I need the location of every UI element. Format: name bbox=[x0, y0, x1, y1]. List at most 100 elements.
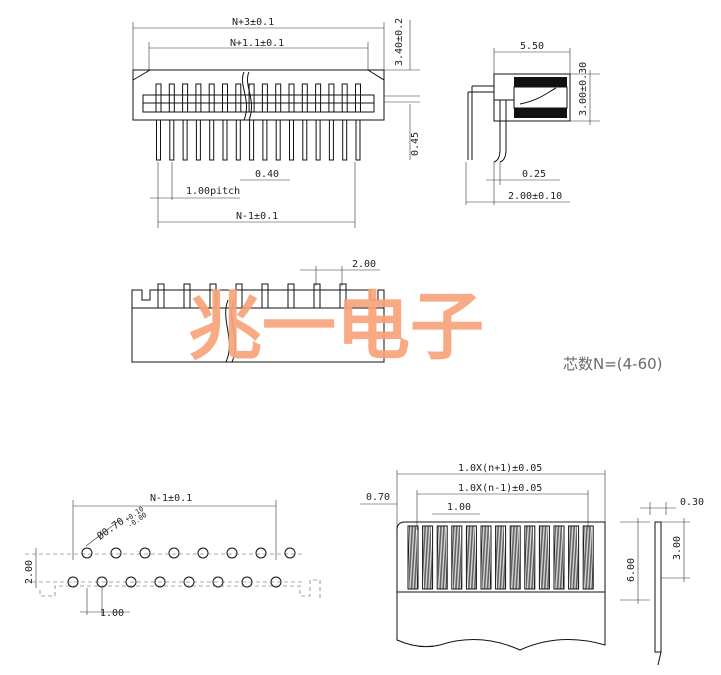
pin bbox=[156, 119, 161, 161]
front-pins bbox=[156, 119, 361, 161]
conductor-hatch bbox=[457, 525, 461, 590]
conductor-hatch bbox=[444, 525, 448, 590]
dim-cable-300: 3.00 bbox=[672, 536, 683, 560]
conductor-hatch bbox=[528, 525, 532, 590]
dim-hole-diameter: Ø0.70 bbox=[95, 515, 127, 542]
hole-top bbox=[226, 547, 238, 559]
connector-front-view: N+3±0.1 N+1.1±0.1 3.40±0.2 0.45 0.40 bbox=[132, 17, 421, 228]
pin bbox=[275, 119, 281, 161]
contact bbox=[288, 83, 295, 113]
front-contacts bbox=[155, 83, 361, 113]
contact bbox=[341, 83, 348, 113]
top-view-pin bbox=[261, 283, 269, 309]
pin bbox=[315, 119, 321, 161]
conductor-hatch bbox=[539, 525, 542, 590]
pin bbox=[302, 119, 308, 161]
conductor-hatch bbox=[425, 525, 428, 590]
contact bbox=[235, 83, 242, 113]
pin bbox=[182, 119, 188, 161]
watermark: 兆一电子 bbox=[188, 284, 484, 370]
ffc-cable-end: 1.0X(n+1)±0.05 1.0X(n-1)±0.05 0.70 1.00 … bbox=[360, 463, 704, 666]
conductor-hatch bbox=[483, 525, 487, 590]
conductor-hatch bbox=[422, 525, 425, 590]
conductor-hatch bbox=[482, 525, 485, 590]
conductor-hatch bbox=[439, 525, 443, 590]
conductor-hatch bbox=[545, 525, 548, 590]
hole-top bbox=[197, 547, 209, 559]
conductor-hatch bbox=[451, 525, 455, 590]
conductor-hatch bbox=[574, 525, 577, 590]
conductor-hatch bbox=[441, 525, 445, 590]
conductor bbox=[553, 525, 565, 590]
pin bbox=[235, 119, 241, 161]
contact bbox=[208, 83, 215, 113]
conductor-hatch bbox=[473, 525, 477, 590]
conductor-hatch bbox=[543, 525, 547, 590]
dim-footprint-span: N-1±0.1 bbox=[150, 493, 192, 504]
conductor-hatch bbox=[588, 525, 592, 590]
top-view-pin bbox=[183, 283, 191, 309]
cable-conductors bbox=[407, 525, 594, 590]
conductor bbox=[451, 525, 463, 590]
pin bbox=[169, 119, 175, 161]
conductor-hatch bbox=[452, 525, 456, 590]
conductor-hatch bbox=[569, 525, 573, 590]
dim-footprint-pitch: 1.00 bbox=[100, 608, 124, 619]
conductor-hatch bbox=[485, 525, 488, 590]
conductor-hatch bbox=[488, 525, 491, 590]
conductor-hatch bbox=[555, 525, 558, 590]
conductor-hatch bbox=[527, 525, 531, 590]
conductor-hatch bbox=[542, 525, 545, 590]
contact bbox=[315, 83, 322, 113]
conductor-hatch bbox=[517, 525, 521, 590]
contact bbox=[182, 83, 189, 113]
conductor-hatch bbox=[558, 525, 561, 590]
top-view-pin bbox=[235, 283, 243, 309]
conductor bbox=[582, 525, 594, 590]
pin bbox=[355, 119, 361, 161]
conductor-hatch bbox=[585, 525, 589, 590]
conductor-hatch bbox=[472, 525, 475, 590]
conductor-hatch bbox=[496, 525, 500, 590]
conductor-hatch bbox=[454, 525, 458, 590]
conductor-hatch bbox=[531, 525, 535, 590]
pcb-footprint: N-1±0.1 2.00 Ø0.70 +0.10 -0.00 1.00 bbox=[24, 493, 321, 619]
dim-footprint-row: 2.00 bbox=[24, 560, 35, 584]
conductor-hatch bbox=[501, 525, 504, 590]
contact bbox=[261, 83, 268, 113]
conductor-hatch bbox=[480, 525, 484, 590]
top-view-pin bbox=[209, 283, 217, 309]
dim-cable-outer: 1.0X(n+1)±0.05 bbox=[458, 463, 542, 474]
conductor-hatch bbox=[428, 525, 431, 590]
dim-side-025: 0.25 bbox=[522, 169, 546, 180]
conductor bbox=[436, 525, 448, 590]
conductor-hatch bbox=[509, 525, 513, 590]
conductor-hatch bbox=[571, 525, 574, 590]
contact bbox=[355, 83, 361, 113]
dim-cable-100: 1.00 bbox=[447, 502, 471, 513]
dim-total-width: N+3±0.1 bbox=[232, 17, 274, 28]
contact bbox=[301, 83, 308, 113]
conductor-hatch bbox=[546, 525, 550, 590]
conductor-hatch bbox=[511, 525, 515, 590]
conductor-hatch bbox=[561, 525, 564, 590]
dim-pitch: 1.00pitch bbox=[186, 186, 240, 197]
conductor-hatch bbox=[407, 525, 411, 590]
conductor-hatch bbox=[499, 525, 503, 590]
conductor-hatch bbox=[467, 525, 471, 590]
conductor-hatch bbox=[582, 525, 586, 590]
conductor bbox=[495, 525, 507, 590]
pin bbox=[342, 119, 348, 161]
conductor-hatch bbox=[486, 525, 490, 590]
conductor-hatch bbox=[530, 525, 534, 590]
conductor-hatch bbox=[587, 525, 591, 590]
conductor-hatch bbox=[515, 525, 519, 590]
conductor-hatch bbox=[470, 525, 474, 590]
contact bbox=[275, 83, 282, 113]
conductor bbox=[568, 525, 580, 590]
dim-mid-200: 2.00 bbox=[352, 259, 376, 270]
conductor-hatch bbox=[426, 525, 430, 590]
conductor-hatch bbox=[438, 525, 442, 590]
